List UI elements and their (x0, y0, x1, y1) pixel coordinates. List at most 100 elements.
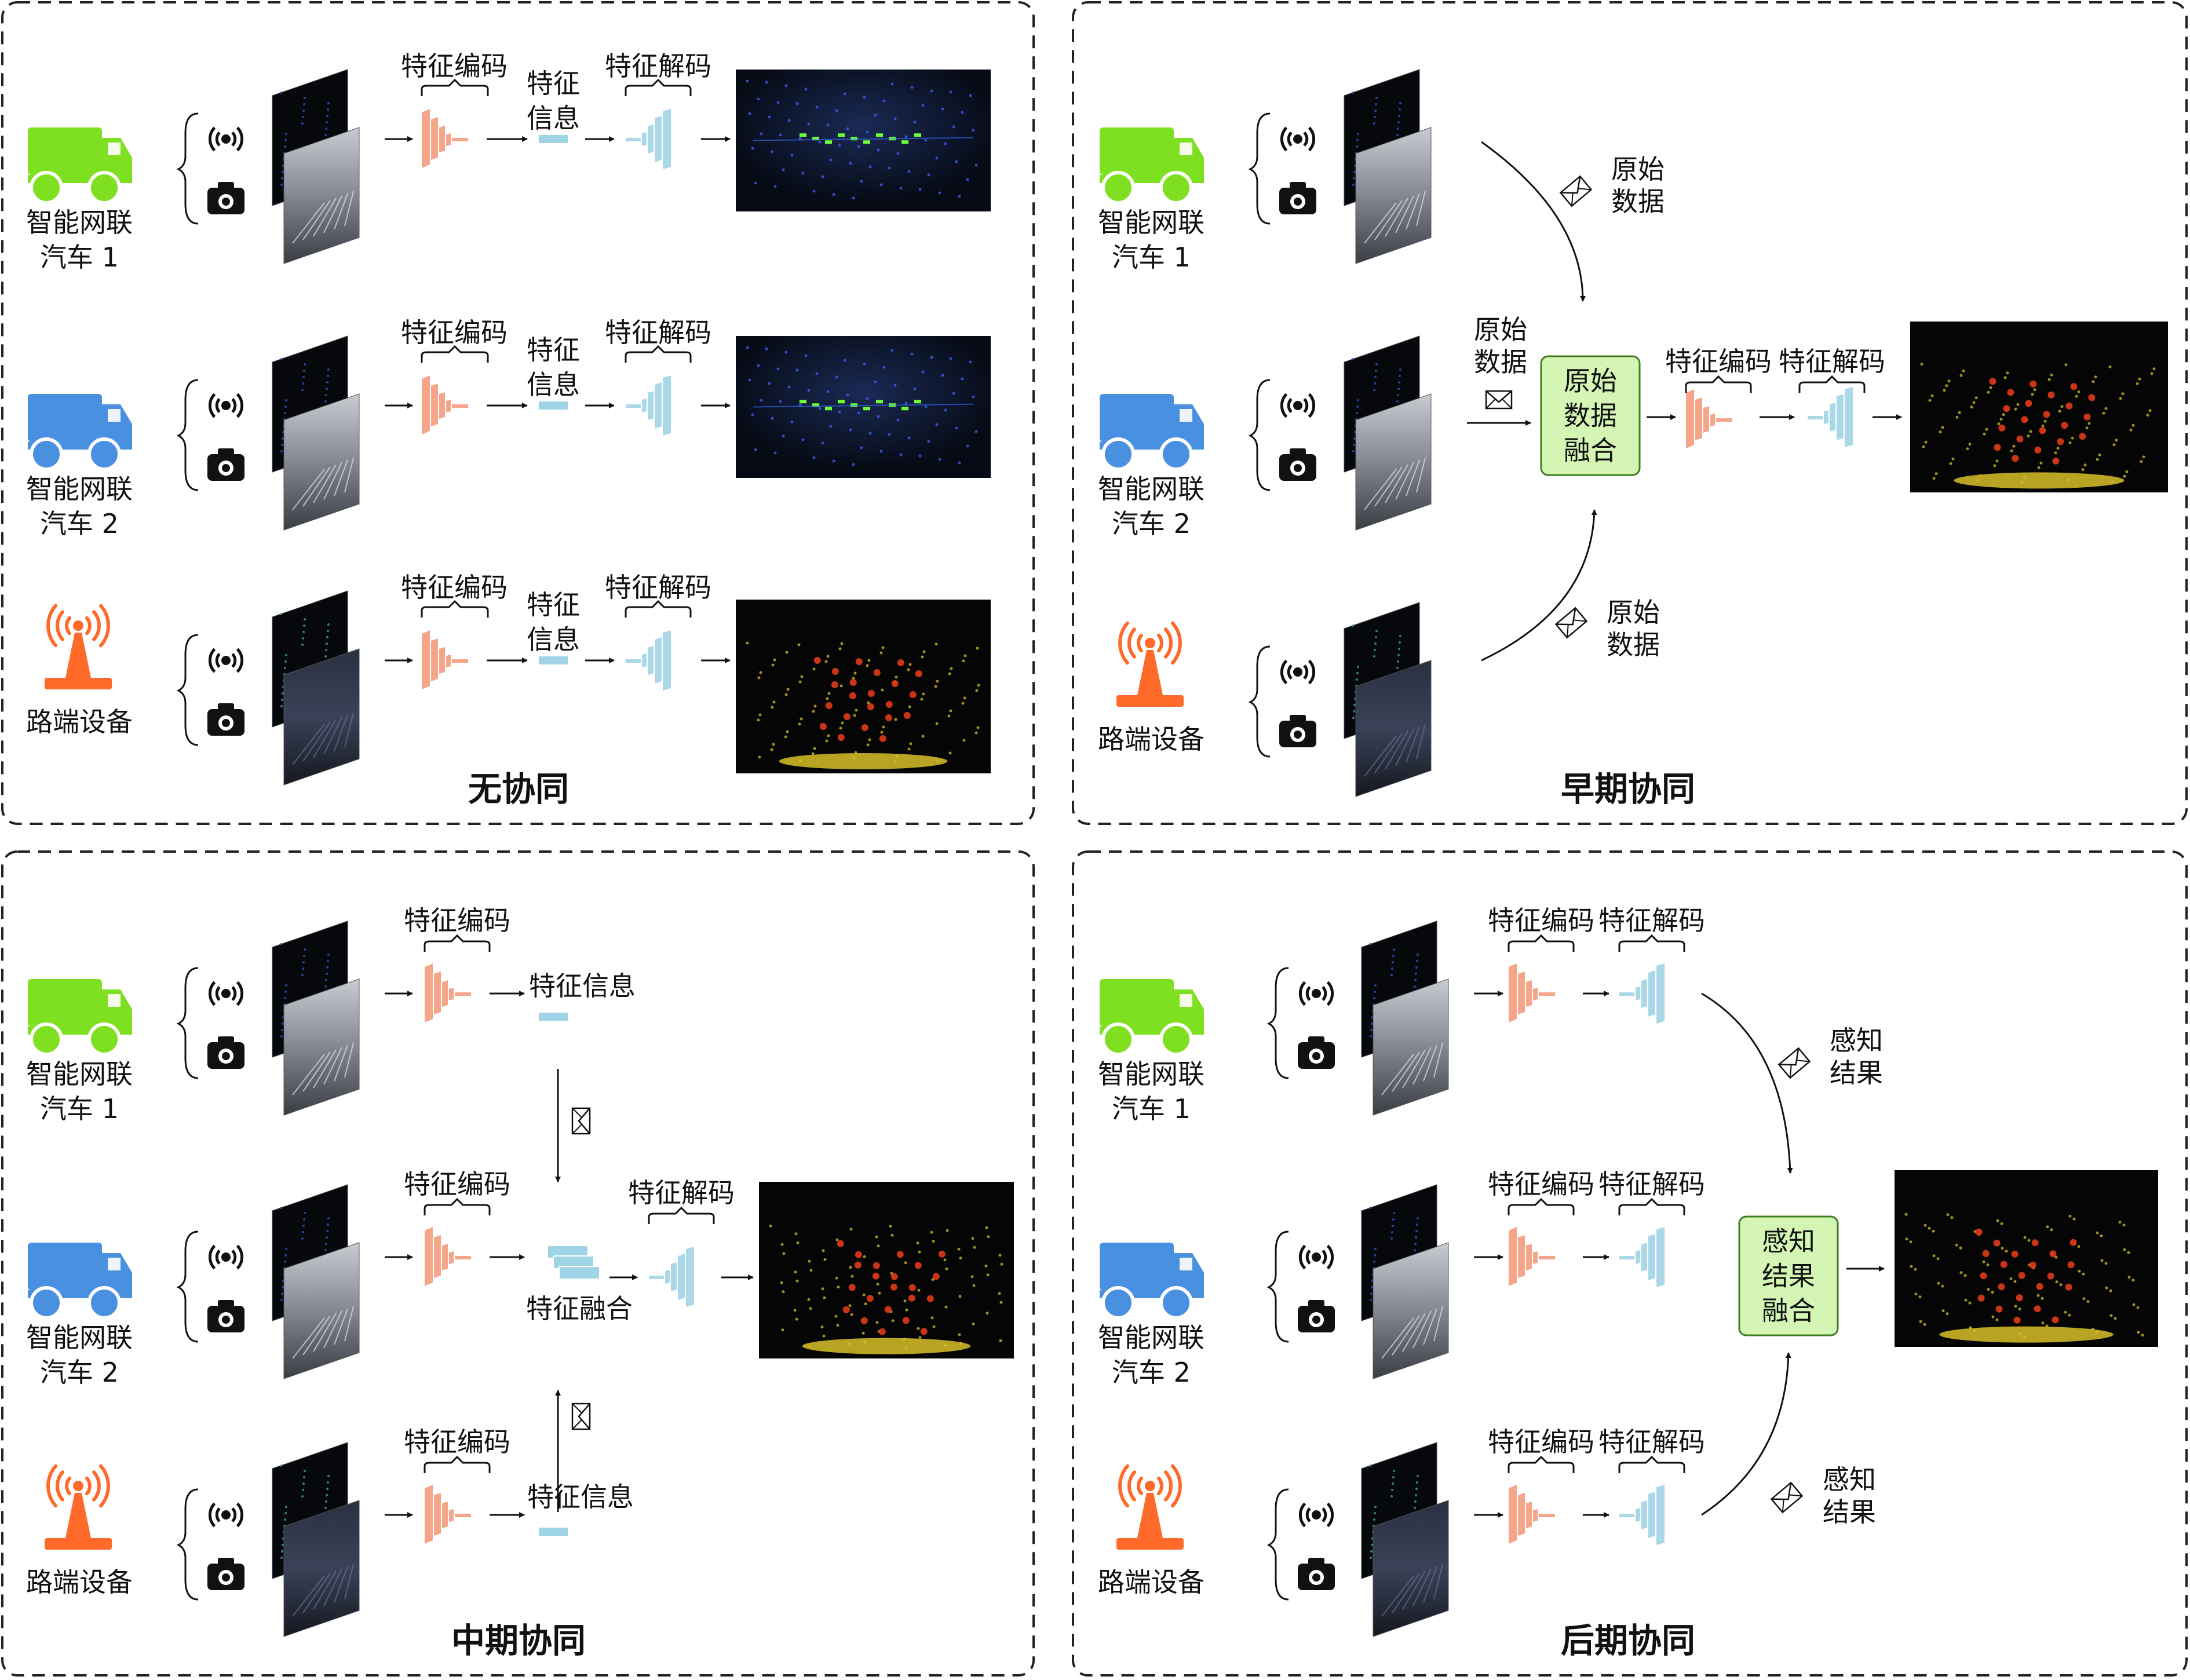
point-yellow (1997, 422, 2001, 426)
road-marking (1395, 728, 1414, 766)
lidar-point (280, 1035, 283, 1038)
road-marking (1374, 733, 1403, 773)
point-yellow (798, 722, 801, 726)
lidar-point (280, 184, 283, 186)
point-yellow (1920, 363, 1923, 366)
lidar-point (1369, 1207, 1371, 1209)
lidar-wave (215, 1250, 221, 1265)
point-yellow (921, 735, 925, 738)
agent-rsu: 路端设备 (1098, 1464, 1204, 1598)
encoder-layer (1509, 963, 1517, 1022)
label: 智能网联 (26, 1058, 133, 1090)
lidar-point (1373, 122, 1375, 125)
point-yellow (975, 689, 979, 692)
camera-lens-inner (222, 1316, 230, 1324)
brace (648, 1206, 715, 1224)
point-red (867, 690, 875, 697)
point-yellow (2002, 413, 2005, 417)
agent-row: 智能网联汽车 2特征编码特征解码 (1098, 1168, 1705, 1388)
lidar-point (326, 966, 329, 969)
decoder-layer (1648, 970, 1655, 1017)
bev-point (798, 403, 802, 407)
truck-cargo (1100, 1243, 1174, 1290)
road-marking (292, 1317, 325, 1359)
point-yellow (905, 1308, 908, 1312)
envelope-body (1559, 175, 1593, 207)
road-marking (1416, 457, 1426, 493)
lidar-icon (208, 393, 244, 418)
encoder-out (455, 1514, 471, 1517)
truck-wheel (1159, 1022, 1193, 1056)
sensor-bracket (176, 1488, 199, 1601)
encoder-layer (425, 963, 433, 1022)
label: 特征解码 (1598, 905, 1705, 936)
point-yellow (2012, 444, 2016, 448)
point-yellow (2118, 1221, 2122, 1224)
point-yellow (822, 1334, 826, 1338)
lidar-point (301, 122, 304, 125)
point-red (843, 713, 851, 720)
lidar-point (1353, 437, 1356, 440)
bev-point (815, 105, 819, 109)
point-yellow (908, 663, 912, 666)
sensor-data-stack (1344, 69, 1432, 264)
point-yellow (2119, 397, 2122, 400)
point-yellow (922, 692, 925, 696)
label: 原始 (1611, 154, 1665, 185)
point-red (848, 1284, 856, 1291)
ground-glow (779, 753, 948, 769)
tower-mast (1137, 1493, 1163, 1538)
lidar-wave (1303, 132, 1309, 147)
lidar-icon (1298, 1502, 1334, 1528)
bev-point (935, 423, 939, 426)
lidar-point (1375, 370, 1377, 372)
antenna-tower-icon (45, 604, 112, 689)
point-yellow (998, 1292, 1001, 1295)
bev-point (846, 127, 849, 130)
tower-mast (1137, 650, 1163, 695)
lidar-point (285, 984, 287, 987)
lidar-point (302, 116, 304, 118)
sensor-data-stack (272, 1184, 360, 1379)
camera-top (1290, 715, 1306, 722)
point-yellow (1991, 1315, 1995, 1319)
point-yellow (2009, 1277, 2013, 1280)
sensor-data-stack (272, 1442, 360, 1637)
bev-point (974, 430, 978, 433)
lidar-point (281, 444, 283, 446)
point-yellow (848, 1304, 852, 1308)
point-yellow (2121, 392, 2125, 396)
camera-icon (1279, 182, 1316, 214)
lidar-wave (1287, 132, 1293, 147)
lidar-point (1392, 1476, 1395, 1478)
encoder-icon (1509, 1485, 1555, 1544)
point-yellow (2016, 403, 2020, 406)
label: 中期协同 (451, 1621, 586, 1660)
point-yellow (1941, 1309, 1945, 1313)
point-yellow (1995, 1318, 1999, 1321)
bev-point (787, 119, 791, 122)
envelope-fold (572, 1108, 582, 1134)
point-yellow (2109, 1314, 2113, 1317)
lidar-point (1416, 1224, 1418, 1226)
bev-lane (753, 137, 974, 141)
tower-dot (1145, 638, 1155, 648)
point-yellow (882, 725, 885, 729)
lidar-wave (208, 981, 216, 1006)
brace (421, 600, 489, 618)
bev-point (972, 129, 975, 132)
point-yellow (2014, 407, 2017, 411)
camera-icon (207, 182, 244, 214)
brace (421, 78, 489, 96)
point-yellow (2064, 1310, 2067, 1314)
bev-point (935, 156, 939, 160)
point-yellow (807, 1298, 811, 1301)
lidar-point (327, 623, 330, 626)
label: 特征编码 (401, 50, 508, 82)
lidar-wave (1303, 664, 1309, 680)
point-yellow (971, 1237, 974, 1240)
point-yellow (786, 730, 789, 733)
lidar-point (1393, 1212, 1395, 1214)
bev-point (838, 410, 841, 414)
